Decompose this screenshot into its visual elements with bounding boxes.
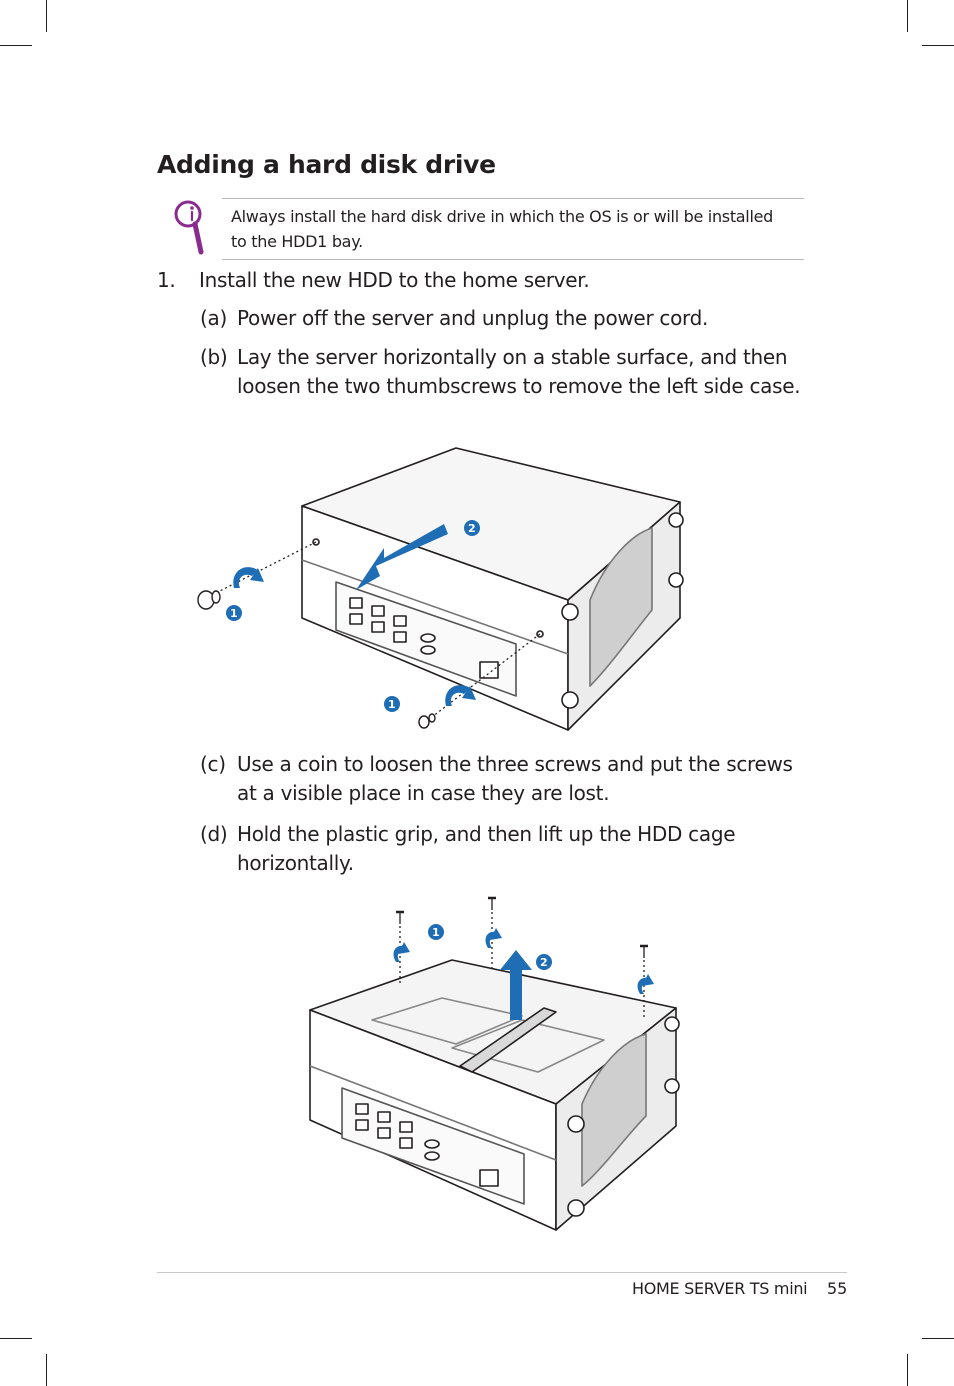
step-1: 1. Install the new HDD to the home serve… (157, 266, 807, 296)
magnifier-info-icon (174, 200, 204, 255)
figure-remove-side-case: 1 1 2 (197, 447, 684, 731)
section-title: Adding a hard disk drive (157, 150, 496, 179)
step-text: Hold the plastic grip, and then lift up … (237, 822, 736, 875)
step-badge-label: 2 (468, 522, 476, 535)
vent-grille (589, 527, 653, 687)
screw-icon (640, 944, 648, 1018)
step-badge-label: 2 (540, 956, 548, 969)
step-c: (c) Use a coin to loosen the three screw… (200, 750, 800, 810)
crop-mark (0, 45, 32, 46)
footer-rule (157, 1272, 847, 1273)
step-badge: 1 (226, 605, 242, 621)
note-box: Always install the hard disk drive in wh… (222, 198, 804, 260)
figure-lift-hdd-cage: 1 2 (309, 896, 680, 1231)
thumbscrew-icon (197, 590, 221, 610)
crop-mark (907, 0, 908, 32)
step-badge-label: 1 (230, 607, 238, 620)
vent-grille (581, 1033, 647, 1187)
footer-product-name: HOME SERVER TS mini (632, 1279, 808, 1298)
rotate-arrow-icon (233, 567, 258, 588)
page-number: 55 (827, 1279, 848, 1298)
step-text: Use a coin to loosen the three screws an… (237, 752, 793, 805)
step-badge-label: 1 (432, 926, 440, 939)
step-badge: 2 (464, 520, 480, 536)
step-text: Install the new HDD to the home server. (199, 268, 590, 292)
step-label: (c) (200, 752, 226, 776)
plastic-grip (459, 1007, 557, 1073)
step-badge: 1 (384, 696, 400, 712)
step-a: (a) Power off the server and unplug the … (200, 304, 800, 334)
screw-icon (396, 910, 404, 986)
step-badge: 1 (428, 924, 444, 940)
crop-mark (907, 1354, 908, 1386)
step-badge-label: 1 (388, 698, 396, 711)
step-text: Lay the server horizontally on a stable … (237, 345, 801, 398)
crop-mark (46, 1354, 47, 1386)
rotate-arrow-icon (445, 685, 470, 706)
crop-mark (46, 0, 47, 32)
lift-arrow-icon (500, 950, 532, 1020)
step-label: (d) (200, 822, 228, 846)
step-text: Power off the server and unplug the powe… (237, 306, 709, 330)
step-b: (b) Lay the server horizontally on a sta… (200, 343, 801, 403)
crop-mark (922, 1338, 954, 1339)
step-label: (b) (200, 345, 228, 369)
step-label: (a) (200, 306, 227, 330)
thumbscrew-icon (418, 713, 436, 729)
step-number: 1. (157, 268, 176, 292)
crop-mark (0, 1338, 32, 1339)
screw-icon (488, 896, 496, 972)
slide-arrow-icon (356, 524, 448, 590)
step-badge: 2 (536, 954, 552, 970)
note-text: Always install the hard disk drive in wh… (231, 207, 773, 251)
step-d: (d) Hold the plastic grip, and then lift… (200, 820, 800, 880)
crop-mark (922, 45, 954, 46)
